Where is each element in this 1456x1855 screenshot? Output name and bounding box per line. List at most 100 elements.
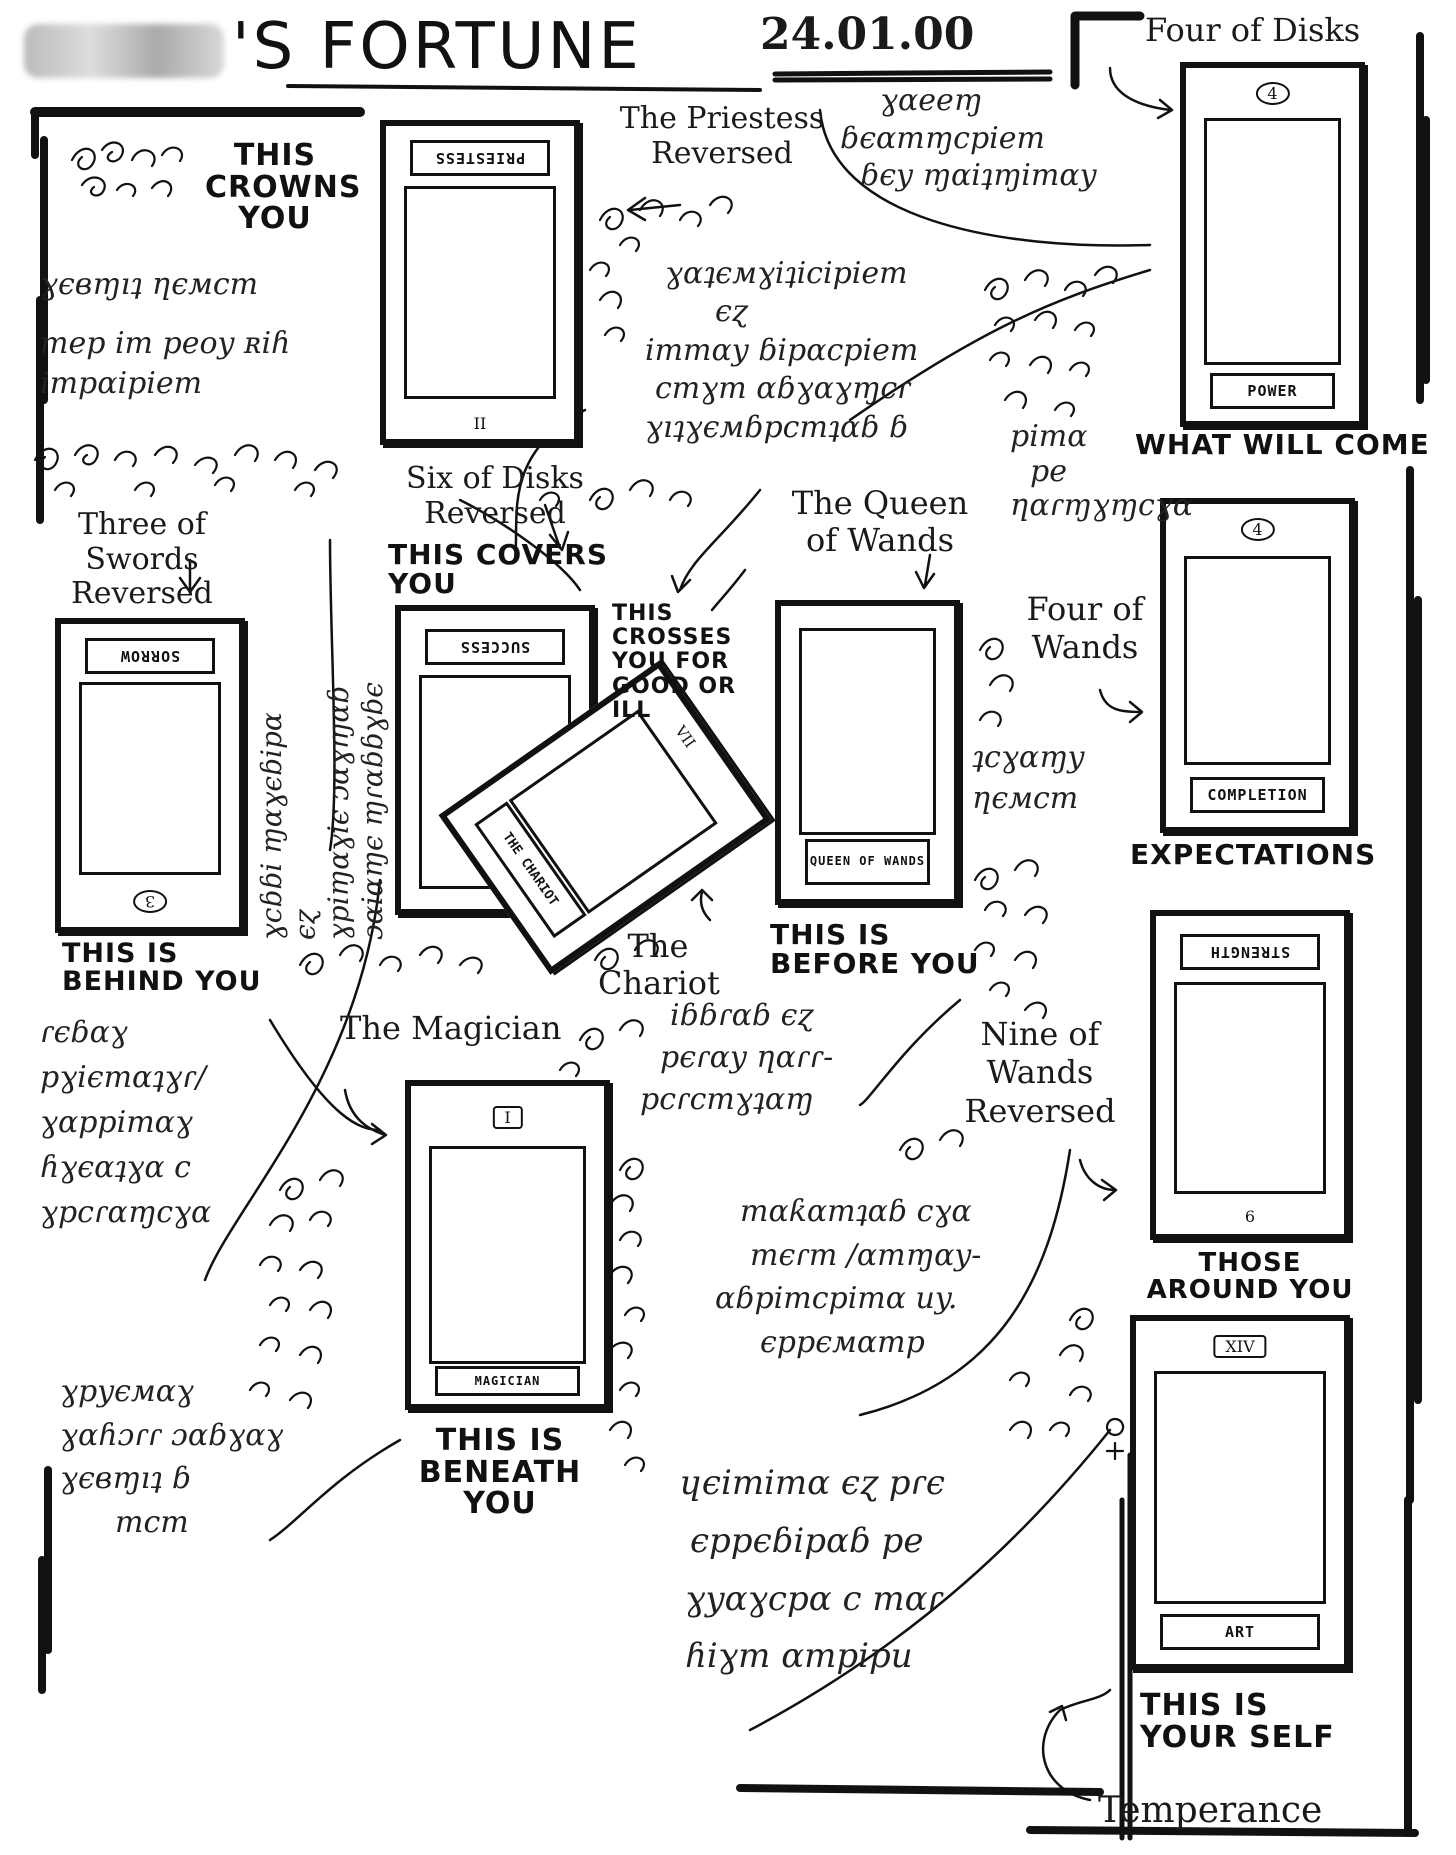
position-will-come: WHAT WILL COME (1135, 428, 1430, 461)
note-self-line: ɥєimimɑ єɀ pɾє (680, 1463, 945, 1503)
note-behind-line: ɣɑppimɑɣ (40, 1105, 193, 1140)
note-behind-line: pɣiєmɑʇɣɾ/ (40, 1060, 206, 1095)
card-temperance[interactable]: XIV ART (1130, 1315, 1350, 1670)
note-around-line: ɑɓpimcpimɑ uy. (715, 1281, 958, 1316)
card-name-magician: The Magician (340, 1009, 562, 1047)
note-magician-line: iɓɓɾɑɓ єɀ (670, 998, 814, 1033)
card-plate-queen-wands: QUEEN OF WANDS (805, 839, 930, 885)
card-nine-wands[interactable]: STRENGTH 6 (1150, 910, 1350, 1240)
note-beneath-line: ɣєвɱıʇ ɓ (60, 1461, 192, 1496)
card-plate-four-wands: COMPLETION (1190, 777, 1325, 813)
note-crown: ɣєвɱıʇ ƞємcm mep im peoy ʀiɦ impɑipiem (40, 265, 290, 405)
card-name-temperance: Temperance (1098, 1790, 1323, 1831)
note-beneath: ɣpyємɑɣ ɣɑɦɔɾɾ ɔɑɓɣɑɣ ɣєвɱıʇ ɓ mcm (60, 1370, 284, 1544)
note-disks-right: pimɑ pe ƞɑɾɱɣɱcɣɑ (1010, 419, 1194, 524)
note-crown-line: impɑipiem (40, 366, 203, 401)
note-priestess-line: ɣɑeeɱ (880, 83, 983, 118)
card-art-four-wands (1184, 556, 1331, 765)
card-plate-magician: MAGICIAN (435, 1366, 580, 1396)
note-disks-right-line: ƞɑɾɱɣɱcɣɑ (1010, 488, 1194, 523)
card-number-nine-wands: 6 (1234, 1207, 1266, 1226)
card-art-queen-wands (799, 628, 936, 835)
note-magician: iɓɓɾɑɓ єɀ pєɾɑy ƞɑɾɾ- pcɾcmɣʇɑɱ (640, 995, 833, 1121)
note-around: mɑƙɑmʇɑɓ cɣɑ mєɾm /ɑmɱɑy- ɑɓpimcpimɑ uy.… (700, 1190, 981, 1364)
card-three-swords[interactable]: SORROW 3 (55, 618, 245, 933)
card-name-six-disks: Six of Disks Reversed (406, 461, 584, 531)
note-around-line: mєɾm /ɑmɱɑy- (750, 1237, 982, 1273)
card-art-three-swords (79, 682, 221, 875)
note-behind-line: ɦɣєɑʇɣɑ c (40, 1150, 191, 1185)
card-plate-priestess: PRIESTESS (410, 140, 550, 176)
redacted-name (24, 24, 224, 78)
note-behind-vertical-line: ɣcɓɓi ɱɑɣєɓipɑ (255, 712, 288, 940)
note-center-line: ɣɑʇємɣiʇicipiem (665, 256, 908, 291)
card-queen-wands[interactable]: QUEEN OF WANDS (775, 600, 960, 905)
card-name-priestess: The Priestess Reversed (619, 101, 825, 171)
card-art-magician (429, 1146, 586, 1364)
position-expectations: EXPECTATIONS (1130, 838, 1377, 871)
note-behind-vertical-line: ɣpiɱɑɣiє ɔɑɣɱɑɓ (322, 685, 356, 940)
note-magician-line: pєɾɑy ƞɑɾɾ- (660, 1040, 834, 1075)
card-name-four-wands: Four of Wands (1026, 590, 1144, 667)
note-behind-line: ɣpcɾɑɱcɣɑ (40, 1195, 212, 1230)
position-around: THOSE AROUND YOU (1146, 1248, 1354, 1306)
note-self-line: ɦiɣm ɑmpipu (685, 1636, 913, 1677)
card-four-wands[interactable]: 4 COMPLETION (1160, 498, 1355, 833)
note-center-line: єɀ (715, 294, 748, 330)
card-four-disks[interactable]: 4 POWER (1180, 62, 1365, 427)
note-disks-right-line: pe (1030, 453, 1067, 489)
card-name-nine-wands: Nine of Wands Reversed (964, 1015, 1116, 1130)
note-behind: ɾєɓɑɣ pɣiєmɑʇɣɾ/ ɣɑppimɑɣ ɦɣєɑʇɣɑ c ɣpcɾ… (40, 1010, 211, 1235)
note-center-line: immɑy ɓipɑcpiem (645, 332, 919, 368)
reading-date: 24.01.00 (760, 9, 975, 60)
note-center-line: cmɣm ɑɓɣɑɣɱcɾ (655, 371, 911, 407)
card-number-priestess: II (463, 414, 497, 433)
note-self-line: ɣyɑɣcpɑ c mɑɾ (685, 1578, 943, 1619)
card-name-queen-wands: The Queen of Wands (791, 484, 969, 559)
card-name-four-disks: Four of Disks (1145, 11, 1361, 49)
note-beneath-line: mcm (115, 1504, 189, 1540)
note-magician-line: pcɾcmɣʇɑɱ (640, 1082, 814, 1117)
page-title: 'S FORTUNE (232, 10, 642, 84)
position-crosses: THIS CROSSES YOU FOR GOOD OR ILL (612, 601, 737, 723)
note-priestess-line: ɓєɑmɱcpiem (840, 120, 1045, 156)
card-plate-six-disks: SUCCESS (425, 629, 565, 665)
note-around-line: mɑƙɑmʇɑɓ cɣɑ (740, 1194, 972, 1229)
note-behind-line: ɾєɓɑɣ (40, 1015, 128, 1050)
card-number-chariot: VII (671, 722, 700, 752)
card-art-nine-wands (1174, 982, 1326, 1194)
note-self-line: єppєɓipɑɓ pe (690, 1520, 924, 1561)
note-priestess-line: ɓєy ɱɑiʇɱimɑy (860, 158, 1097, 193)
card-number-four-disks: 4 (1255, 82, 1290, 105)
note-behind-vertical-line: ɔɑiɑɱє ɱɾɑɓɓɣɓє (355, 682, 389, 940)
note-behind-vertical: ɣcɓɓi ɱɑɣєɓipɑ єɀ ɣpiɱɑɣiє ɔɑɣɱɑɓ ɔɑiɑɱє… (255, 580, 389, 940)
note-behind-vertical-line: єɀ (288, 909, 322, 940)
card-number-temperance: XIV (1213, 1335, 1267, 1358)
card-plate-temperance: ART (1160, 1614, 1320, 1650)
card-art-temperance (1154, 1371, 1326, 1604)
note-center: ɣɑʇємɣiʇicipiem єɀ immɑy ɓipɑcpiem cmɣm … (645, 255, 918, 447)
note-queen: ʇcɣɑɱy ƞємcm (972, 738, 1085, 819)
card-number-four-wands: 4 (1240, 518, 1275, 541)
card-priestess[interactable]: PRIESTESS II (380, 120, 580, 445)
card-name-three-swords: Three of Swords Reversed (71, 507, 213, 611)
card-name-chariot: The Chariot (598, 927, 720, 1002)
position-covers: THIS COVERS YOU (388, 538, 608, 601)
note-center-line: ɣıʇɣємɓpcmʇɑɓ ɓ (645, 409, 909, 445)
card-plate-nine-wands: STRENGTH (1180, 934, 1320, 970)
note-self: ɥєimimɑ єɀ pɾє єppєɓipɑɓ pe ɣyɑɣcpɑ c mɑ… (680, 1455, 945, 1686)
note-beneath-line: ɣɑɦɔɾɾ ɔɑɓɣɑɣ (60, 1417, 284, 1453)
note-disks-right-line: pimɑ (1010, 419, 1088, 454)
note-queen-line: ƞємcm (972, 780, 1079, 816)
note-around-line: єppємɑmp (760, 1324, 925, 1360)
note-queen-line: ʇcɣɑɱy (972, 740, 1085, 775)
card-plate-three-swords: SORROW (85, 638, 215, 674)
note-crown-line: ɣєвɱıʇ ƞємcm (40, 267, 259, 302)
position-self: THIS IS YOUR SELF (1140, 1688, 1335, 1755)
card-number-magician: I (492, 1106, 523, 1129)
card-magician[interactable]: I MAGICIAN (405, 1080, 610, 1410)
card-art-four-disks (1204, 118, 1341, 365)
card-plate-four-disks: POWER (1210, 373, 1335, 409)
card-number-three-swords: 3 (132, 890, 168, 913)
